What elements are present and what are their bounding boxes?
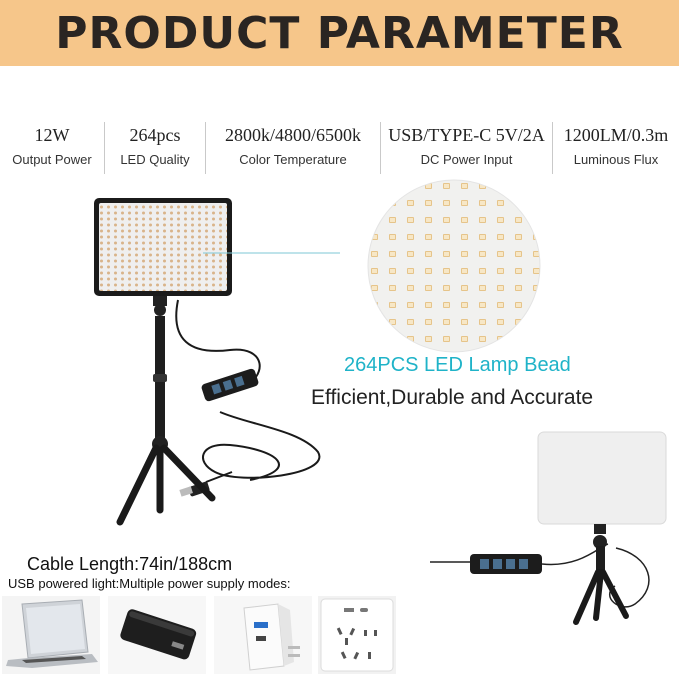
spec-value: 264pcs [129,125,181,145]
led-panel-product-image [94,198,340,526]
spec-luminous-flux: 1200LM/0.3m Luminous Flux [553,122,679,174]
spec-value: 12W [34,125,70,145]
spec-strip: 12W Output Power 264pcs LED Quality 2800… [0,122,679,174]
power-bank-icon [108,596,206,674]
spec-value: 2800k/4800/6500k [224,125,361,145]
title-banner: PRODUCT PARAMETER [0,0,679,66]
lit-panel-product-image [430,431,667,625]
spec-value: 1200LM/0.3m [563,125,669,145]
spec-label: DC Power Input [420,152,513,167]
spec-label: Color Temperature [239,152,347,167]
led-bead-heading: 264PCS LED Lamp Bead [344,354,571,376]
power-modes-text: USB powered light:Multiple power supply … [8,576,291,591]
led-bead-tagline: Efficient,Durable and Accurate [311,386,594,409]
laptop-icon [2,596,100,674]
cable-length-text: Cable Length:74in/188cm [27,554,233,574]
charger-icon [214,596,312,674]
wall-socket-icon [318,596,396,674]
spec-label: Output Power [12,152,92,167]
spec-value: USB/TYPE-C 5V/2A [388,125,545,145]
spec-output-power: 12W Output Power [0,122,105,174]
page-title: PRODUCT PARAMETER [55,7,624,59]
led-bead-zoom-image [367,179,541,353]
spec-label: Luminous Flux [573,152,659,167]
spec-power-input: USB/TYPE-C 5V/2A DC Power Input [381,122,553,174]
spec-color-temperature: 2800k/4800/6500k Color Temperature [206,122,381,174]
spec-led-quality: 264pcs LED Quality [105,122,206,174]
spec-label: LED Quality [120,152,190,167]
